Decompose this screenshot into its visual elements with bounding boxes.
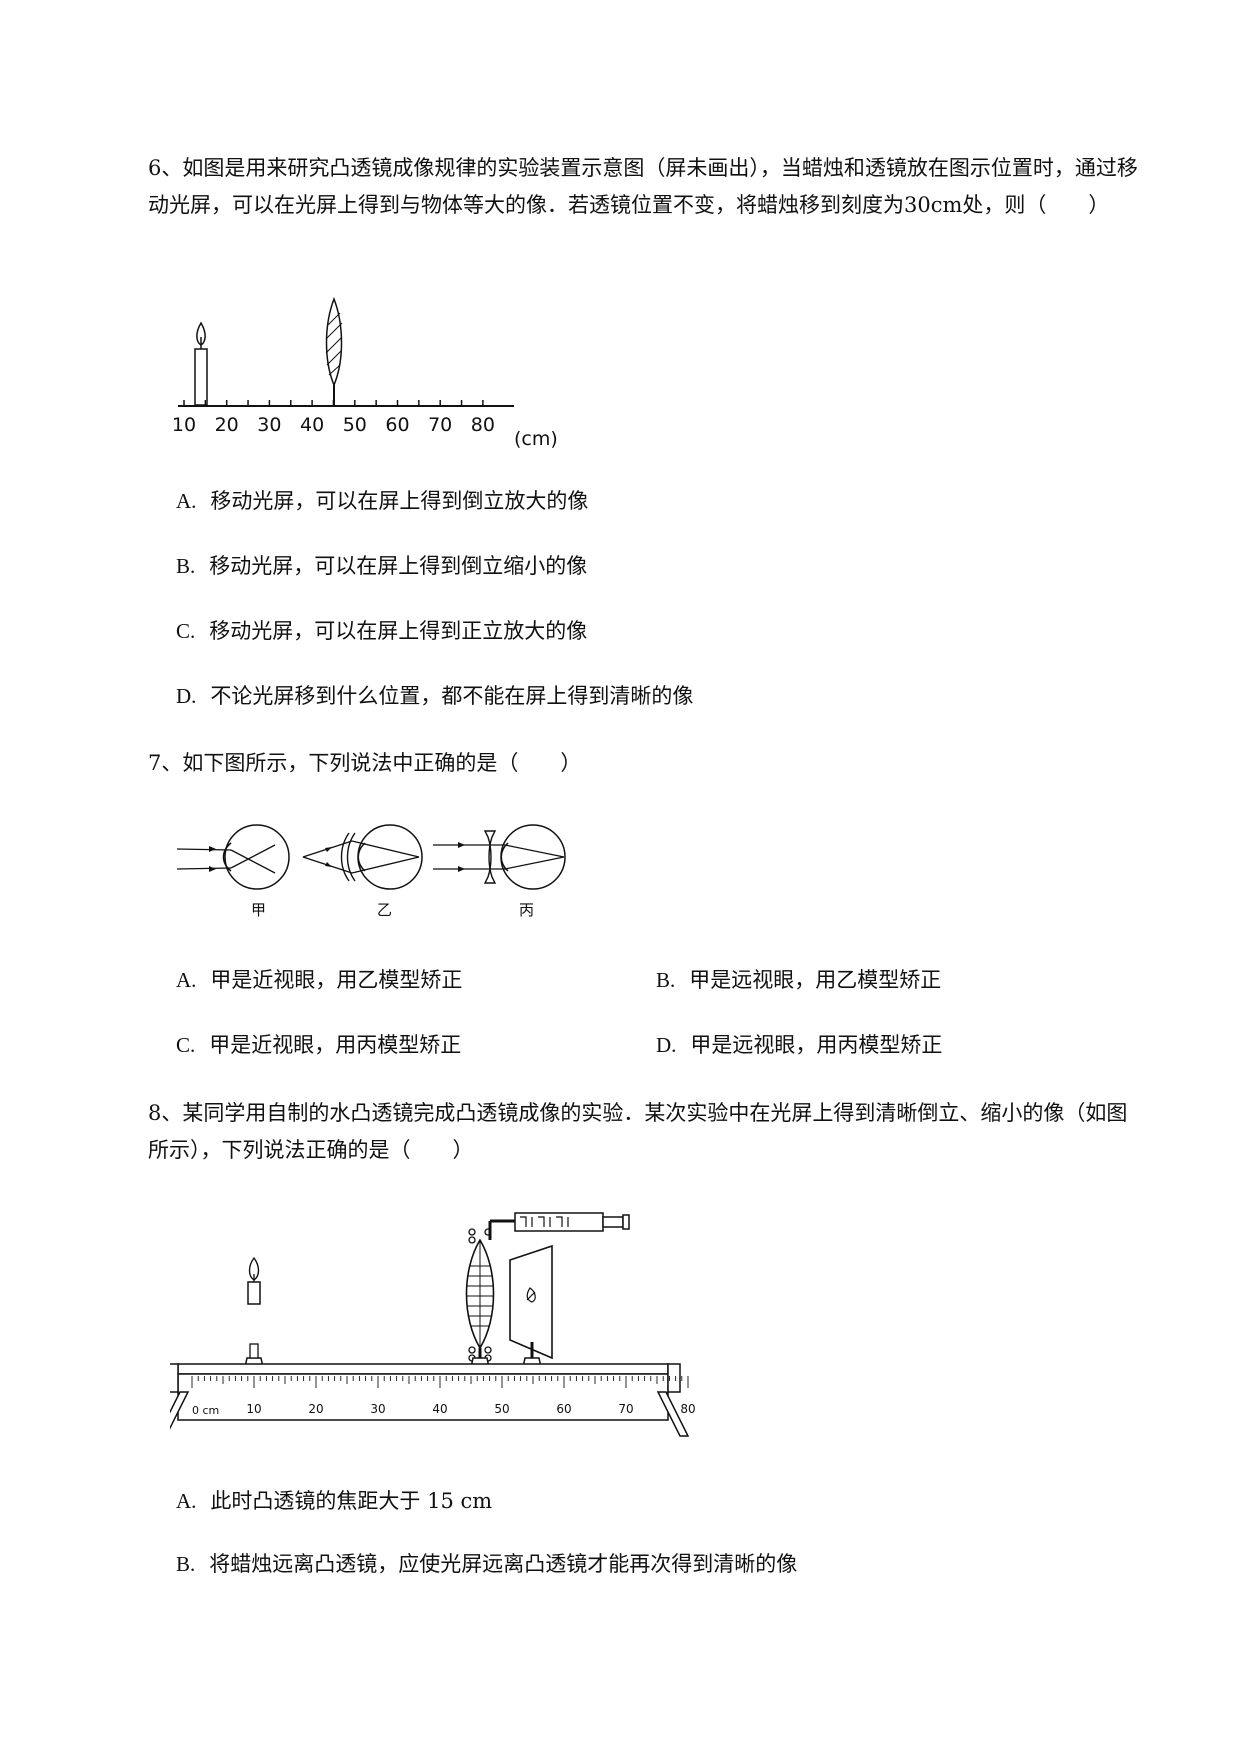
q6-option-a-letter: A.: [176, 489, 197, 513]
q6-axis-ticks: [183, 400, 484, 406]
q7-option-d-text: 甲是远视眼，用丙模型矫正: [690, 1033, 943, 1057]
q8-ruler-ticks: [191, 1376, 689, 1388]
q7-option-b-letter: B.: [656, 968, 676, 992]
q6-axis-tick-label: 20: [215, 414, 239, 436]
q7-option-c[interactable]: C. 甲是近视眼，用丙模型矫正: [176, 1030, 461, 1060]
q8-option-a-letter: A.: [176, 1489, 197, 1513]
q7-option-c-letter: C.: [176, 1033, 196, 1057]
eye-label-yi: 乙: [377, 901, 392, 919]
q6-axis-labels: 10 20 30 40 50 60 70 80: [172, 414, 495, 436]
q7-option-b[interactable]: B. 甲是远视眼，用乙模型矫正: [656, 965, 941, 995]
q6-option-b[interactable]: B. 移动光屏，可以在屏上得到倒立缩小的像: [176, 551, 587, 581]
q6-axis-tick-label: 60: [385, 414, 409, 436]
eye-label-jia: 甲: [251, 901, 266, 919]
q7-option-a-text: 甲是近视眼，用乙模型矫正: [210, 968, 463, 992]
q6-option-d-text: 不论光屏移到什么位置，都不能在屏上得到清晰的像: [210, 684, 694, 708]
eye-label-bing: 丙: [519, 901, 534, 919]
q8-option-a-text: 此时凸透镜的焦距大于 15 cm: [210, 1489, 493, 1513]
light-screen: [509, 1244, 553, 1372]
q8-ruler-tick-label: 70: [618, 1402, 633, 1416]
q6-option-d[interactable]: D. 不论光屏移到什么位置，都不能在屏上得到清晰的像: [176, 681, 693, 711]
q6-axis-tick-label: 80: [471, 414, 495, 436]
q7-eye-diagrams-figure: 甲 乙 丙: [176, 824, 566, 919]
q8-option-b-text: 将蜡烛远离凸透镜，应使光屏远离凸透镜才能再次得到清晰的像: [209, 1552, 798, 1576]
q6-option-a[interactable]: A. 移动光屏，可以在屏上得到倒立放大的像: [176, 486, 588, 516]
q8-candle: [247, 1256, 261, 1305]
question-6-stem: 6、如图是用来研究凸透镜成像规律的实验装置示意图（屏未画出），当蜡烛和透镜放在图…: [148, 156, 1138, 217]
q6-option-c-text: 移动光屏，可以在屏上得到正立放大的像: [209, 619, 588, 643]
q6-axis-tick-label: 10: [172, 414, 196, 436]
q8-optical-bench-figure: 0 cm 10 20 30 40 50 60 70 80: [170, 1212, 696, 1437]
water-lens: [465, 1228, 495, 1372]
optical-bench: [170, 1363, 690, 1437]
q6-axis-tick-label: 70: [428, 414, 452, 436]
q6-optical-bench-figure: 10 20 30 40 50 60 70 80 (cm): [172, 296, 558, 450]
q6-axis-tick-label: 30: [257, 414, 281, 436]
syringe: [488, 1212, 630, 1240]
q8-ruler-labels: 10 20 30 40 50 60 70 80: [246, 1402, 695, 1416]
q7-option-c-text: 甲是近视眼，用丙模型矫正: [209, 1033, 462, 1057]
q8-ruler-tick-label: 30: [370, 1402, 385, 1416]
q7-option-d-letter: D.: [656, 1033, 677, 1057]
q8-ruler-tick-label: 10: [246, 1402, 261, 1416]
q8-option-b[interactable]: B. 将蜡烛远离凸透镜，应使光屏远离凸透镜才能再次得到清晰的像: [176, 1549, 797, 1579]
q8-ruler-tick-label: 80: [680, 1402, 695, 1416]
question-7-stem: 7、如下图所示，下列说法中正确的是（ ）: [148, 751, 582, 775]
q8-option-a[interactable]: A. 此时凸透镜的焦距大于 15 cm: [176, 1486, 492, 1516]
q7-option-b-text: 甲是远视眼，用乙模型矫正: [689, 968, 942, 992]
q8-ruler-tick-label: 20: [308, 1402, 323, 1416]
q6-option-a-text: 移动光屏，可以在屏上得到倒立放大的像: [210, 489, 589, 513]
q8-ruler-tick-label: 40: [432, 1402, 447, 1416]
eye-diagram-yi: [302, 824, 423, 890]
q8-ruler-tick-label: 50: [494, 1402, 509, 1416]
eye-diagram-bing: [433, 824, 566, 890]
q6-option-c[interactable]: C. 移动光屏，可以在屏上得到正立放大的像: [176, 616, 587, 646]
question-8-stem: 8、某同学用自制的水凸透镜完成凸透镜成像的实验．某次实验中在光屏上得到清晰倒立、…: [148, 1101, 1128, 1162]
q6-option-b-letter: B.: [176, 554, 196, 578]
eye-diagram-jia: [176, 824, 290, 890]
q6-candle: [194, 321, 208, 406]
q7-option-a[interactable]: A. 甲是近视眼，用乙模型矫正: [176, 965, 462, 995]
q6-option-c-letter: C.: [176, 619, 196, 643]
q6-axis-tick-label: 50: [343, 414, 367, 436]
q8-ruler-tick-label: 60: [556, 1402, 571, 1416]
q6-lens: [325, 296, 343, 406]
q6-option-b-text: 移动光屏，可以在屏上得到倒立缩小的像: [209, 554, 588, 578]
q6-option-d-letter: D.: [176, 684, 197, 708]
q7-option-a-letter: A.: [176, 968, 197, 992]
q8-option-b-letter: B.: [176, 1552, 196, 1576]
q6-axis-tick-label: 40: [300, 414, 324, 436]
bench-holders: [243, 1343, 543, 1373]
q6-axis-unit: (cm): [514, 428, 558, 450]
q8-ruler-zero-label: 0 cm: [192, 1404, 219, 1417]
q7-option-d[interactable]: D. 甲是远视眼，用丙模型矫正: [656, 1030, 942, 1060]
